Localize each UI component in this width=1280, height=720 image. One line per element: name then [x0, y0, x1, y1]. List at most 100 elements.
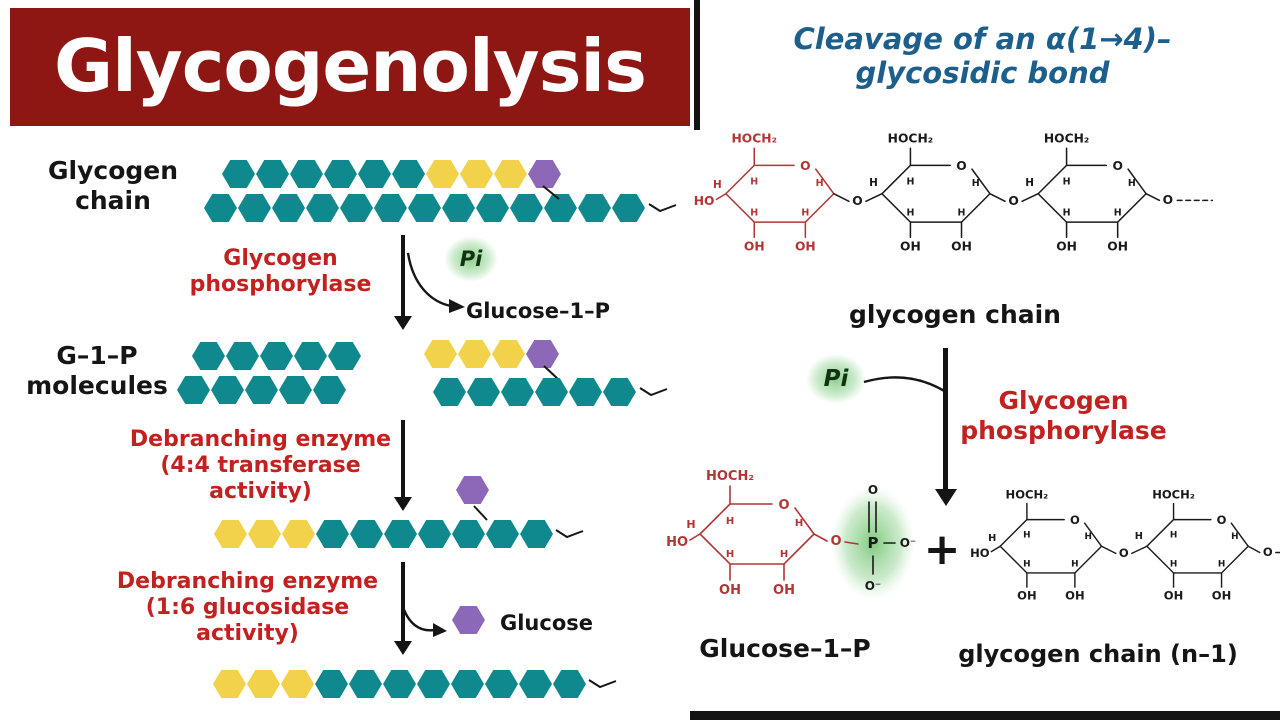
hexagon-teal [603, 378, 636, 406]
svg-text:H: H [958, 208, 966, 219]
svg-text:HOCH₂: HOCH₂ [1044, 132, 1089, 146]
svg-text:H: H [869, 177, 878, 189]
glycogen-chain-n1-label: glycogen chain (n–1) [958, 640, 1238, 668]
svg-text:H: H [713, 179, 722, 191]
svg-text:O: O [1263, 545, 1273, 559]
hexagon-teal [553, 670, 586, 698]
hexagon-purple [452, 606, 485, 634]
hexagon-teal [486, 520, 519, 548]
free-glucose-hexagon [452, 606, 485, 634]
svg-text:H: H [816, 178, 824, 189]
glycogen-phosphorylase-label-right: Glycogen phosphorylase [960, 386, 1167, 445]
hexagon-teal [510, 194, 543, 222]
glycogen-chain-n1-structure: O HOCH₂ H H H HO H H OH OH O O HOCH₂ H H… [970, 487, 1280, 603]
page-title: Glycogenolysis [54, 24, 647, 108]
svg-text:P: P [868, 534, 879, 552]
hexagon-teal [340, 194, 373, 222]
final-chain-tail-line [588, 679, 617, 689]
svg-text:O: O [1008, 194, 1018, 208]
svg-text:H: H [1071, 560, 1078, 570]
hexagon-teal [279, 376, 312, 404]
phosphorylase-reaction-arrow [943, 348, 948, 490]
hexagon-teal [612, 194, 645, 222]
svg-text:H: H [750, 176, 758, 187]
hexagon-teal [328, 342, 361, 370]
hexagon-teal [358, 160, 391, 188]
svg-text:H: H [750, 208, 758, 219]
hexagon-teal [349, 670, 382, 698]
hexagon-teal [177, 376, 210, 404]
svg-text:H: H [1170, 530, 1177, 540]
hexagon-teal [260, 342, 293, 370]
glucose-ring-2: O O HOCH₂ H H H H H OH OH [832, 132, 991, 254]
hexagon-yellow [494, 160, 527, 188]
svg-text:H: H [801, 208, 809, 219]
hexagon-teal [256, 160, 289, 188]
hexagon-teal [350, 520, 383, 548]
after-transferase-tail-line [555, 529, 584, 539]
svg-text:H: H [1063, 208, 1071, 219]
svg-text:H: H [906, 176, 914, 187]
debranching-16-label: Debranching enzyme (1:6 glucosidase acti… [116, 569, 379, 646]
svg-text:O: O [868, 483, 878, 497]
g1p-glucose-ring: O HOCH₂ H H H HO H H OH OH O [666, 469, 859, 598]
glycogen-chain-structure-label: glycogen chain [849, 300, 1061, 329]
hexagon-teal [452, 520, 485, 548]
svg-text:H: H [780, 549, 788, 560]
hexagon-teal [374, 194, 407, 222]
svg-text:H: H [1023, 530, 1030, 540]
hexagon-teal [294, 342, 327, 370]
svg-text:H: H [1025, 177, 1034, 189]
limit-branch-bond-line [543, 365, 560, 381]
hexagon-yellow [424, 340, 457, 368]
hexagon-yellow [213, 670, 246, 698]
glucose-1-p-curved-arrow [406, 252, 465, 313]
svg-text:O: O [1112, 159, 1122, 173]
hexagon-yellow [248, 520, 281, 548]
svg-text:H: H [1085, 532, 1092, 542]
hexagon-teal [418, 520, 451, 548]
hexagon-teal [485, 670, 518, 698]
hexagon-purple [528, 160, 561, 188]
plus-sign: + [923, 524, 961, 575]
hexagon-teal [417, 670, 450, 698]
svg-text:H: H [686, 518, 695, 531]
svg-text:HOCH₂: HOCH₂ [732, 132, 777, 146]
svg-text:H: H [726, 516, 734, 527]
svg-text:O: O [1070, 513, 1080, 527]
svg-text:O: O [830, 534, 841, 549]
branch-bond-line [542, 185, 560, 200]
glycogen-branch-row [222, 160, 561, 188]
svg-text:H: H [988, 533, 996, 544]
svg-text:OH: OH [1065, 589, 1084, 603]
hexagon-yellow [426, 160, 459, 188]
n1-glucose-ring-2: O O HOCH₂ H H H H H OH OH O [1100, 487, 1280, 603]
svg-text:HO: HO [666, 535, 688, 550]
after-transferase-row [214, 520, 553, 548]
g1p-cluster-row-1 [192, 342, 361, 370]
svg-text:HO: HO [970, 546, 990, 560]
hexagon-teal [222, 160, 255, 188]
phosphorylase-step-arrow [401, 235, 405, 317]
hexagon-teal [569, 378, 602, 406]
glycogen-chain-label: Glycogen chain [47, 156, 179, 215]
hexagon-teal [226, 342, 259, 370]
hexagon-teal [544, 194, 577, 222]
hexagon-teal [306, 194, 339, 222]
glycogen-main-row [204, 194, 645, 222]
svg-text:HOCH₂: HOCH₂ [1152, 487, 1195, 501]
chain-tail-line [648, 203, 677, 213]
svg-text:H: H [1023, 560, 1030, 570]
branch-point-hexagon [456, 476, 489, 504]
hexagon-teal [384, 520, 417, 548]
hexagon-teal [245, 376, 278, 404]
svg-text:H: H [1135, 531, 1143, 542]
limit-dextrin-main-row [433, 378, 636, 406]
hexagon-teal [204, 194, 237, 222]
svg-text:O: O [800, 159, 810, 173]
svg-text:O: O [1217, 513, 1227, 527]
svg-text:OH: OH [1056, 240, 1077, 254]
hexagon-yellow [458, 340, 491, 368]
hexagon-teal [192, 342, 225, 370]
